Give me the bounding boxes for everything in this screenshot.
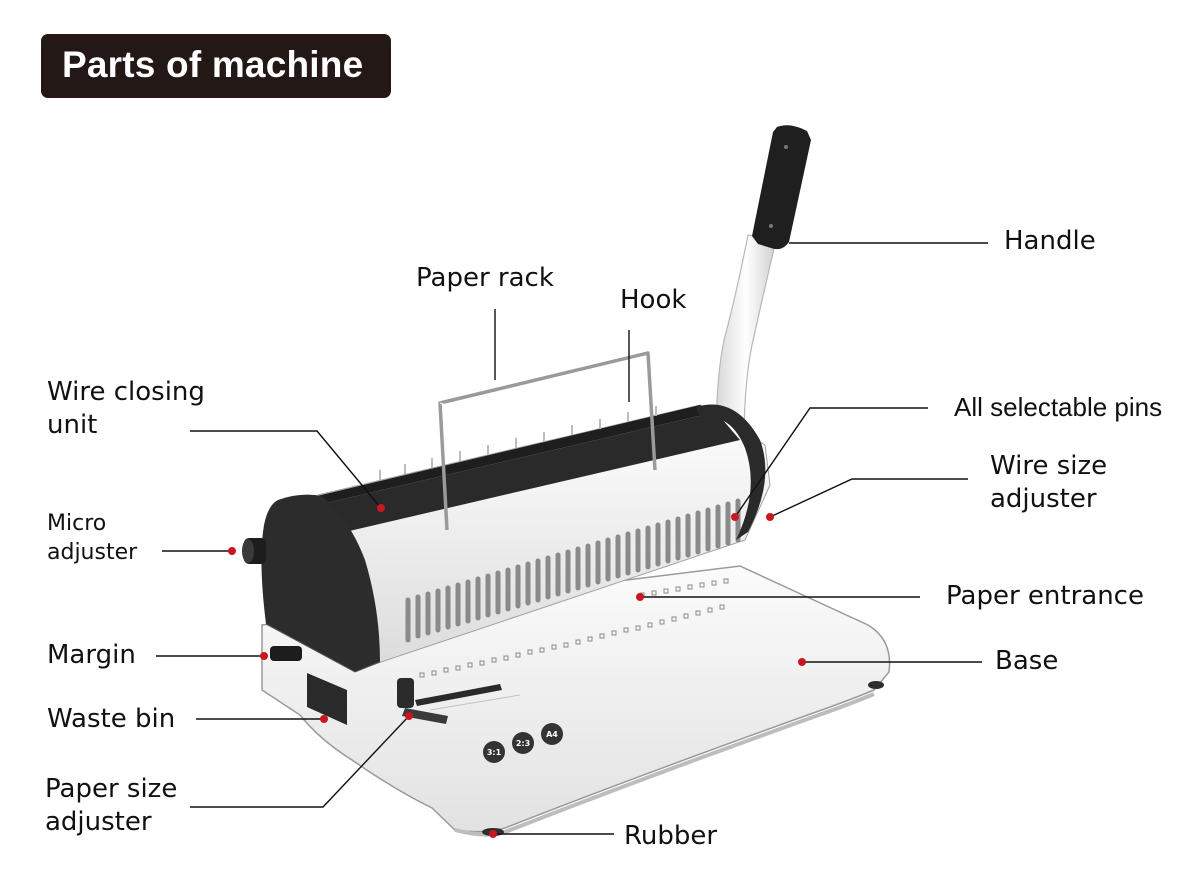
label-paper-size-adjuster-line2: adjuster xyxy=(45,807,152,837)
label-wire-size-adjuster: Wire size adjuster xyxy=(990,450,1107,516)
paper-size-lever xyxy=(397,678,448,724)
label-hook: Hook xyxy=(620,285,687,315)
label-margin: Margin xyxy=(47,640,136,670)
label-wire-closing-unit-line2: unit xyxy=(47,410,98,440)
label-paper-entrance: Paper entrance xyxy=(946,581,1144,611)
label-waste-bin: Waste bin xyxy=(47,704,176,734)
leader-lines xyxy=(156,242,988,835)
label-wire-size-adjuster-line1: Wire size xyxy=(990,451,1108,481)
label-paper-size-adjuster-line1: Paper size xyxy=(45,774,178,804)
machine-handle xyxy=(715,125,811,441)
page-title: Parts of machine xyxy=(62,44,364,85)
label-base: Base xyxy=(995,646,1059,676)
label-all-selectable-pins: All selectable pins xyxy=(954,392,1163,422)
leader-wire-closing-unit xyxy=(190,430,382,509)
label-paper-rack: Paper rack xyxy=(416,263,554,293)
leader-paper-size-adjuster xyxy=(190,715,410,808)
label-rubber: Rubber xyxy=(624,821,718,851)
label-wire-closing-unit: Wire closing unit xyxy=(47,376,205,442)
micro-adjuster-knob xyxy=(242,538,266,564)
label-micro-adjuster-line1: Micro xyxy=(47,511,107,536)
label-paper-size-adjuster: Paper size adjuster xyxy=(45,773,177,839)
label-wire-closing-unit-line1: Wire closing xyxy=(47,377,205,407)
label-micro-adjuster: Micro adjuster xyxy=(47,509,137,567)
badge-1: 3:1 xyxy=(487,748,502,757)
label-micro-adjuster-line2: adjuster xyxy=(47,540,138,565)
badge-3: A4 xyxy=(546,730,558,739)
drum-left-endcap xyxy=(261,494,380,672)
margin-knob xyxy=(270,646,302,661)
badge-2: 2:3 xyxy=(516,739,530,748)
paper-rack-wire xyxy=(438,351,657,531)
function-badges: 3:1 2:3 A4 xyxy=(483,723,563,763)
waste-bin-drawer xyxy=(307,673,347,725)
comb-pins xyxy=(405,498,741,643)
title-banner xyxy=(41,34,391,98)
leader-all-selectable-pins xyxy=(734,407,928,518)
label-wire-size-adjuster-line2: adjuster xyxy=(990,484,1097,514)
paper-entrance-slot xyxy=(419,578,729,678)
wire-closing-drum xyxy=(242,404,771,673)
marker-dots xyxy=(228,504,806,838)
leader-wire-size-adjuster xyxy=(769,478,968,518)
label-handle: Handle xyxy=(1004,226,1096,256)
